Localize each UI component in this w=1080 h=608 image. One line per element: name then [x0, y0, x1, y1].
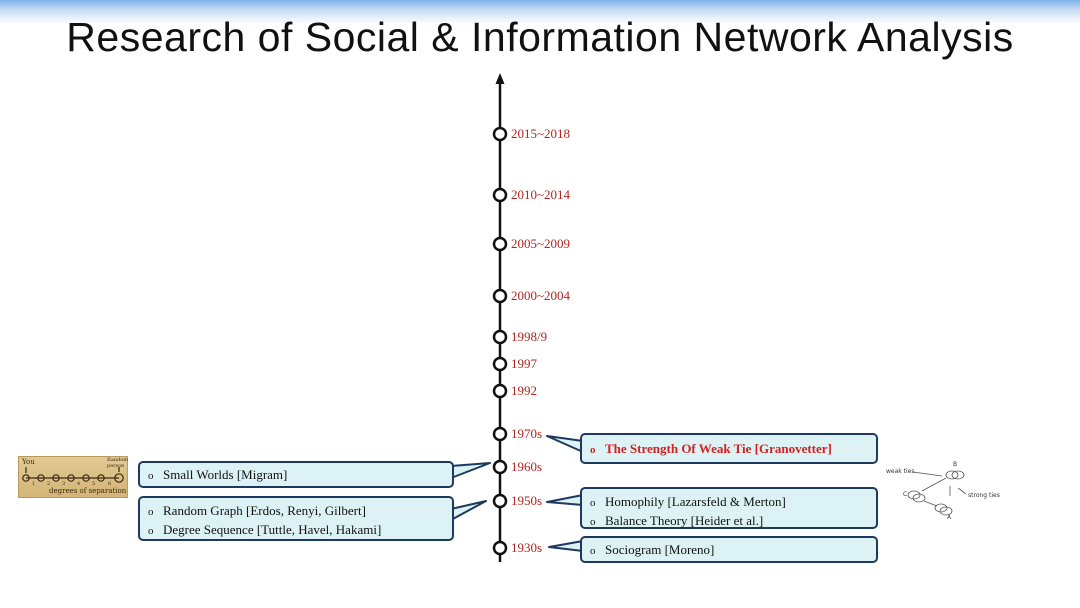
year-label-2015-2018: 2015~2018: [511, 126, 571, 141]
homophily-item: o Homophily [Lazarsfeld & Merton]: [590, 493, 868, 512]
node-b-label: B: [953, 461, 958, 468]
balance-theory-item: o Balance Theory [Heider et al.]: [590, 512, 868, 531]
strong-ties-label: strong ties: [968, 492, 1000, 499]
node-1997: [492, 356, 508, 372]
slide-title: Research of Social & Information Network…: [66, 14, 1014, 60]
sociogram-callout: o Sociogram [Moreno]: [580, 536, 878, 563]
weak-tie-item: o The Strength Of Weak Tie [Granovetter]: [590, 440, 868, 459]
random-person-label: Random person: [107, 457, 129, 469]
node-1930s: [492, 540, 508, 556]
year-label-1997: 1997: [511, 356, 537, 371]
digit-3: 3: [62, 481, 66, 487]
year-label-2010-2014: 2010~2014: [511, 187, 571, 202]
weak-tie-text: The Strength Of Weak Tie [Granovetter]: [605, 441, 832, 456]
year-label-1930s: 1930s: [511, 540, 543, 555]
homophily-pointer: [546, 494, 584, 506]
node-c-label: C: [903, 491, 908, 498]
node-1998-9: [492, 329, 508, 345]
year-label-1960s: 1960s: [511, 459, 543, 474]
weak-tie-pointer: [546, 435, 584, 453]
year-label-1950s: 1950s: [511, 493, 543, 508]
chain-graphic: [22, 467, 124, 483]
weak-ties-label: weak ties: [886, 468, 915, 475]
bullet-marker: o: [590, 497, 596, 509]
node-2010-2014: [492, 187, 508, 203]
node-2005-2009: [492, 236, 508, 252]
year-label-1998-9: 1998/9: [511, 329, 548, 344]
bullet-marker: o: [590, 444, 596, 456]
node-1992: [492, 383, 508, 399]
year-label-1970s: 1970s: [511, 426, 543, 441]
timeline-nodes: [492, 126, 508, 556]
bullet-marker: o: [590, 516, 596, 528]
small-worlds-pointer: [450, 462, 491, 479]
random-graph-text: Random Graph [Erdos, Renyi, Gilbert]: [163, 503, 366, 518]
digit-6: 6: [108, 481, 112, 487]
node-1970s: [492, 426, 508, 442]
balance-theory-text: Balance Theory [Heider et al.]: [605, 513, 764, 528]
degrees-of-separation-label: degrees of separation: [49, 487, 127, 495]
year-label-1992: 1992: [511, 383, 537, 398]
bullet-marker: o: [148, 525, 154, 537]
small-worlds-text: Small Worlds [Migram]: [163, 467, 288, 482]
you-label: You: [22, 458, 35, 466]
degree-sequence-item: o Degree Sequence [Tuttle, Havel, Hakami]: [148, 521, 444, 540]
ties-graphic: [907, 470, 967, 516]
digit-5: 5: [92, 481, 96, 487]
axis-arrowhead: [495, 73, 505, 84]
node-2000-2004: [492, 288, 508, 304]
node-2015-2018: [492, 126, 508, 142]
sociogram-item: o Sociogram [Moreno]: [590, 541, 868, 560]
node-1950s: [492, 493, 508, 509]
homophily-text: Homophily [Lazarsfeld & Merton]: [605, 494, 786, 509]
sociogram-pointer: [548, 540, 584, 552]
sociogram-text: Sociogram [Moreno]: [605, 542, 715, 557]
degree-sequence-text: Degree Sequence [Tuttle, Havel, Hakami]: [163, 522, 382, 537]
digit-1: 1: [32, 481, 36, 487]
weak-tie-callout: o The Strength Of Weak Tie [Granovetter]: [580, 433, 878, 464]
small-worlds-callout: o Small Worlds [Migram]: [138, 461, 454, 488]
digit-2: 2: [47, 481, 51, 487]
bullet-marker: o: [148, 470, 154, 482]
year-label-2005-2009: 2005~2009: [511, 236, 571, 251]
random-graph-pointer: [450, 500, 487, 521]
weak-strong-ties-image: weak ties B C A strong ties: [880, 458, 1000, 521]
small-worlds-item: o Small Worlds [Migram]: [148, 466, 444, 485]
node-a-label: A: [947, 514, 952, 521]
six-degrees-image: You Random person 1 2 3 4 5 6 degrees of…: [18, 456, 128, 498]
bullet-marker: o: [148, 506, 154, 518]
node-1960s: [492, 459, 508, 475]
bullet-marker: o: [590, 545, 596, 557]
digit-4: 4: [77, 481, 81, 487]
year-label-2000-2004: 2000~2004: [511, 288, 571, 303]
random-graph-item: o Random Graph [Erdos, Renyi, Gilbert]: [148, 502, 444, 521]
